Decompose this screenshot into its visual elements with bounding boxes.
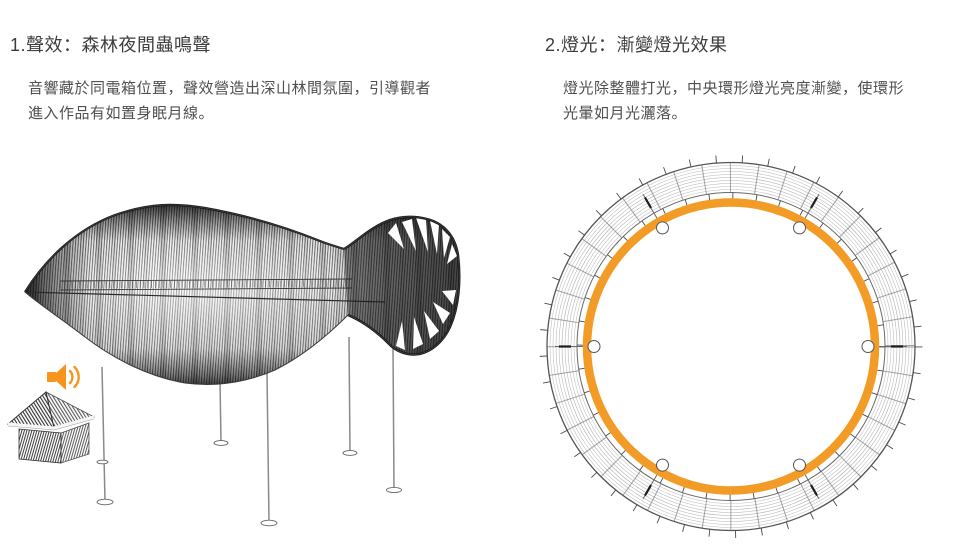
section2-title: 2.燈光：漸變燈光效果 xyxy=(545,35,728,55)
lighting-ring xyxy=(582,198,880,495)
band-outer-ticks xyxy=(539,155,923,538)
power-box-house xyxy=(6,391,96,464)
leg-base-plates xyxy=(96,440,402,527)
pavilion-legs xyxy=(101,336,395,523)
pavilion-leg xyxy=(266,372,270,523)
section2-body: 燈光除整體打光，中央環形燈光亮度漸變，使環形 光暈如月光灑落。 xyxy=(563,76,904,126)
section1-body-line2: 進入作品有如置身眠月線。 xyxy=(28,105,215,122)
section1-title: 1.聲效：森林夜間蟲鳴聲 xyxy=(10,35,212,55)
leg-connector-circles xyxy=(587,221,875,472)
fish-canopy xyxy=(24,203,461,385)
section1-body: 音響藏於同電箱位置，聲效營造出深山林間氛圍，引導觀者 進入作品有如置身眠月線。 xyxy=(28,76,431,126)
speaker-icon xyxy=(47,364,80,390)
pavilion-leg xyxy=(219,380,222,443)
section2-body-line2: 光暈如月光灑落。 xyxy=(563,105,688,122)
leg-anchor-marks xyxy=(559,196,903,497)
pavilion-leg xyxy=(101,366,106,502)
tail-louvers xyxy=(343,215,461,356)
ring-canopy-illustration xyxy=(539,155,923,538)
band-inner-edge xyxy=(576,192,886,501)
canopy-spine-line xyxy=(24,291,386,303)
band-inner-ticks xyxy=(577,192,885,501)
walkway-railing xyxy=(59,278,353,291)
fish-pavilion-illustration xyxy=(6,203,461,527)
pavilion-leg xyxy=(392,346,395,490)
pavilion-leg xyxy=(348,336,351,453)
section1-body-line1: 音響藏於同電箱位置，聲效營造出深山林間氛圍，引導觀者 xyxy=(28,80,432,97)
section2-body-line1: 燈光除整體打光，中央環形燈光亮度漸變，使環形 xyxy=(563,80,905,97)
